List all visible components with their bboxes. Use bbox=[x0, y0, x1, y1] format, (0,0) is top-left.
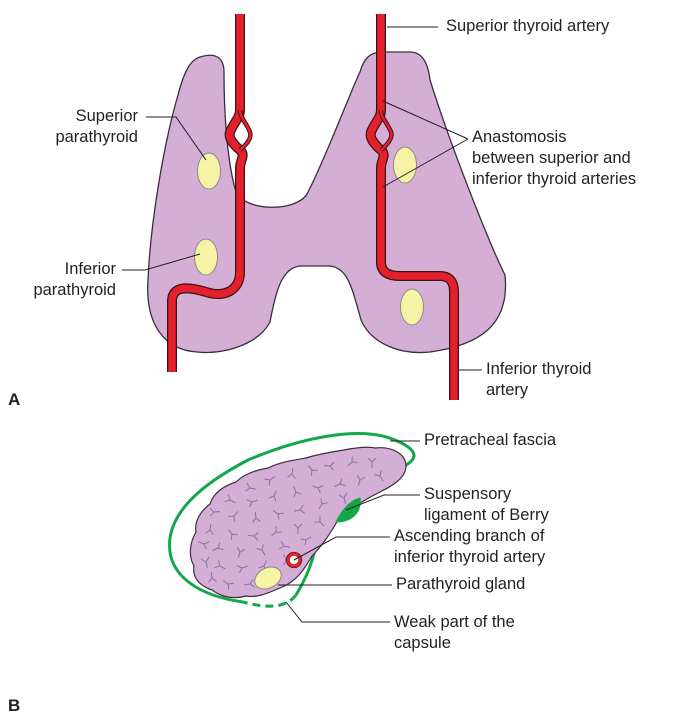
label-superior-parathyroid: Superior parathyroid bbox=[2, 106, 138, 148]
label-anastomosis: Anastomosis between superior and inferio… bbox=[472, 127, 636, 190]
label-ascending-branch: Ascending branch of inferior thyroid art… bbox=[394, 526, 545, 568]
inferior-parathyroid-right bbox=[401, 289, 424, 325]
superior-parathyroid-left bbox=[198, 153, 221, 189]
panel-letter-b: B bbox=[8, 696, 20, 716]
leader-weak-part bbox=[286, 602, 390, 622]
panel-letter-a: A bbox=[8, 390, 20, 410]
label-inferior-parathyroid: Inferior parathyroid bbox=[2, 259, 116, 301]
label-pretracheal-fascia: Pretracheal fascia bbox=[424, 430, 556, 451]
thyroid-lobe-section bbox=[190, 447, 406, 597]
label-parathyroid-gland: Parathyroid gland bbox=[396, 574, 525, 595]
superior-parathyroid-right bbox=[394, 147, 417, 183]
label-superior-thyroid-artery: Superior thyroid artery bbox=[446, 16, 609, 37]
inferior-parathyroid-left bbox=[195, 239, 218, 275]
label-inferior-thyroid-artery: Inferior thyroid artery bbox=[486, 359, 591, 401]
label-weak-part: Weak part of the capsule bbox=[394, 612, 515, 654]
label-suspensory-ligament: Suspensory ligament of Berry bbox=[424, 484, 549, 526]
